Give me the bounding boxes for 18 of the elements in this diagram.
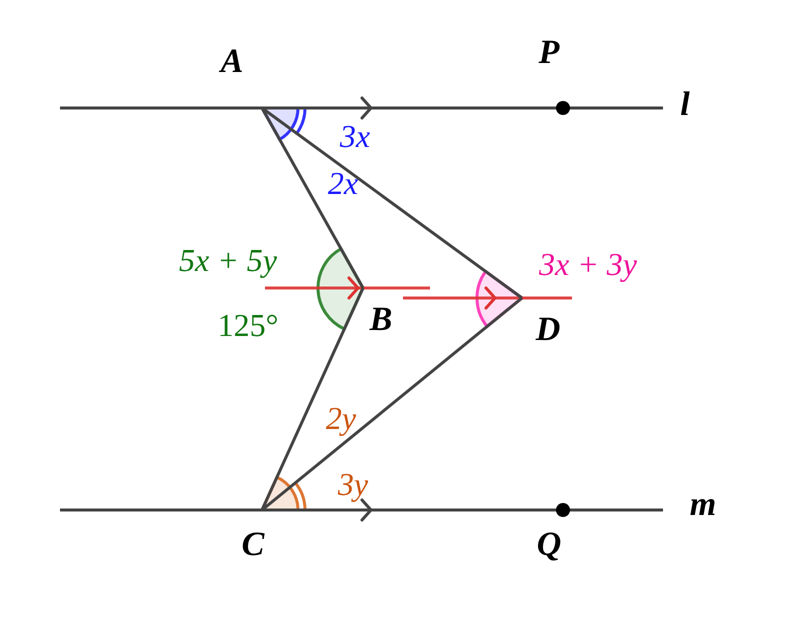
angle-label: 2x	[328, 167, 358, 199]
point-label: C	[242, 528, 264, 562]
angle-label: 2y	[326, 402, 356, 434]
point-label: Q	[536, 528, 562, 562]
line-segment	[260, 107, 364, 289]
angle-label: 3x + 3y	[539, 248, 637, 280]
point-label: P	[538, 36, 560, 70]
point-label: D	[536, 313, 560, 347]
line-label: m	[690, 488, 716, 522]
point-label: B	[370, 303, 392, 337]
angle-label: 3y	[338, 468, 368, 500]
point-label: A	[220, 45, 244, 79]
angle-label: 5x + 5y	[179, 244, 277, 276]
line-segment	[260, 287, 364, 511]
angle-label: 125°	[218, 309, 278, 341]
line-segment	[261, 296, 523, 512]
line-label: l	[680, 88, 690, 122]
angle-label: 3x	[340, 120, 370, 152]
